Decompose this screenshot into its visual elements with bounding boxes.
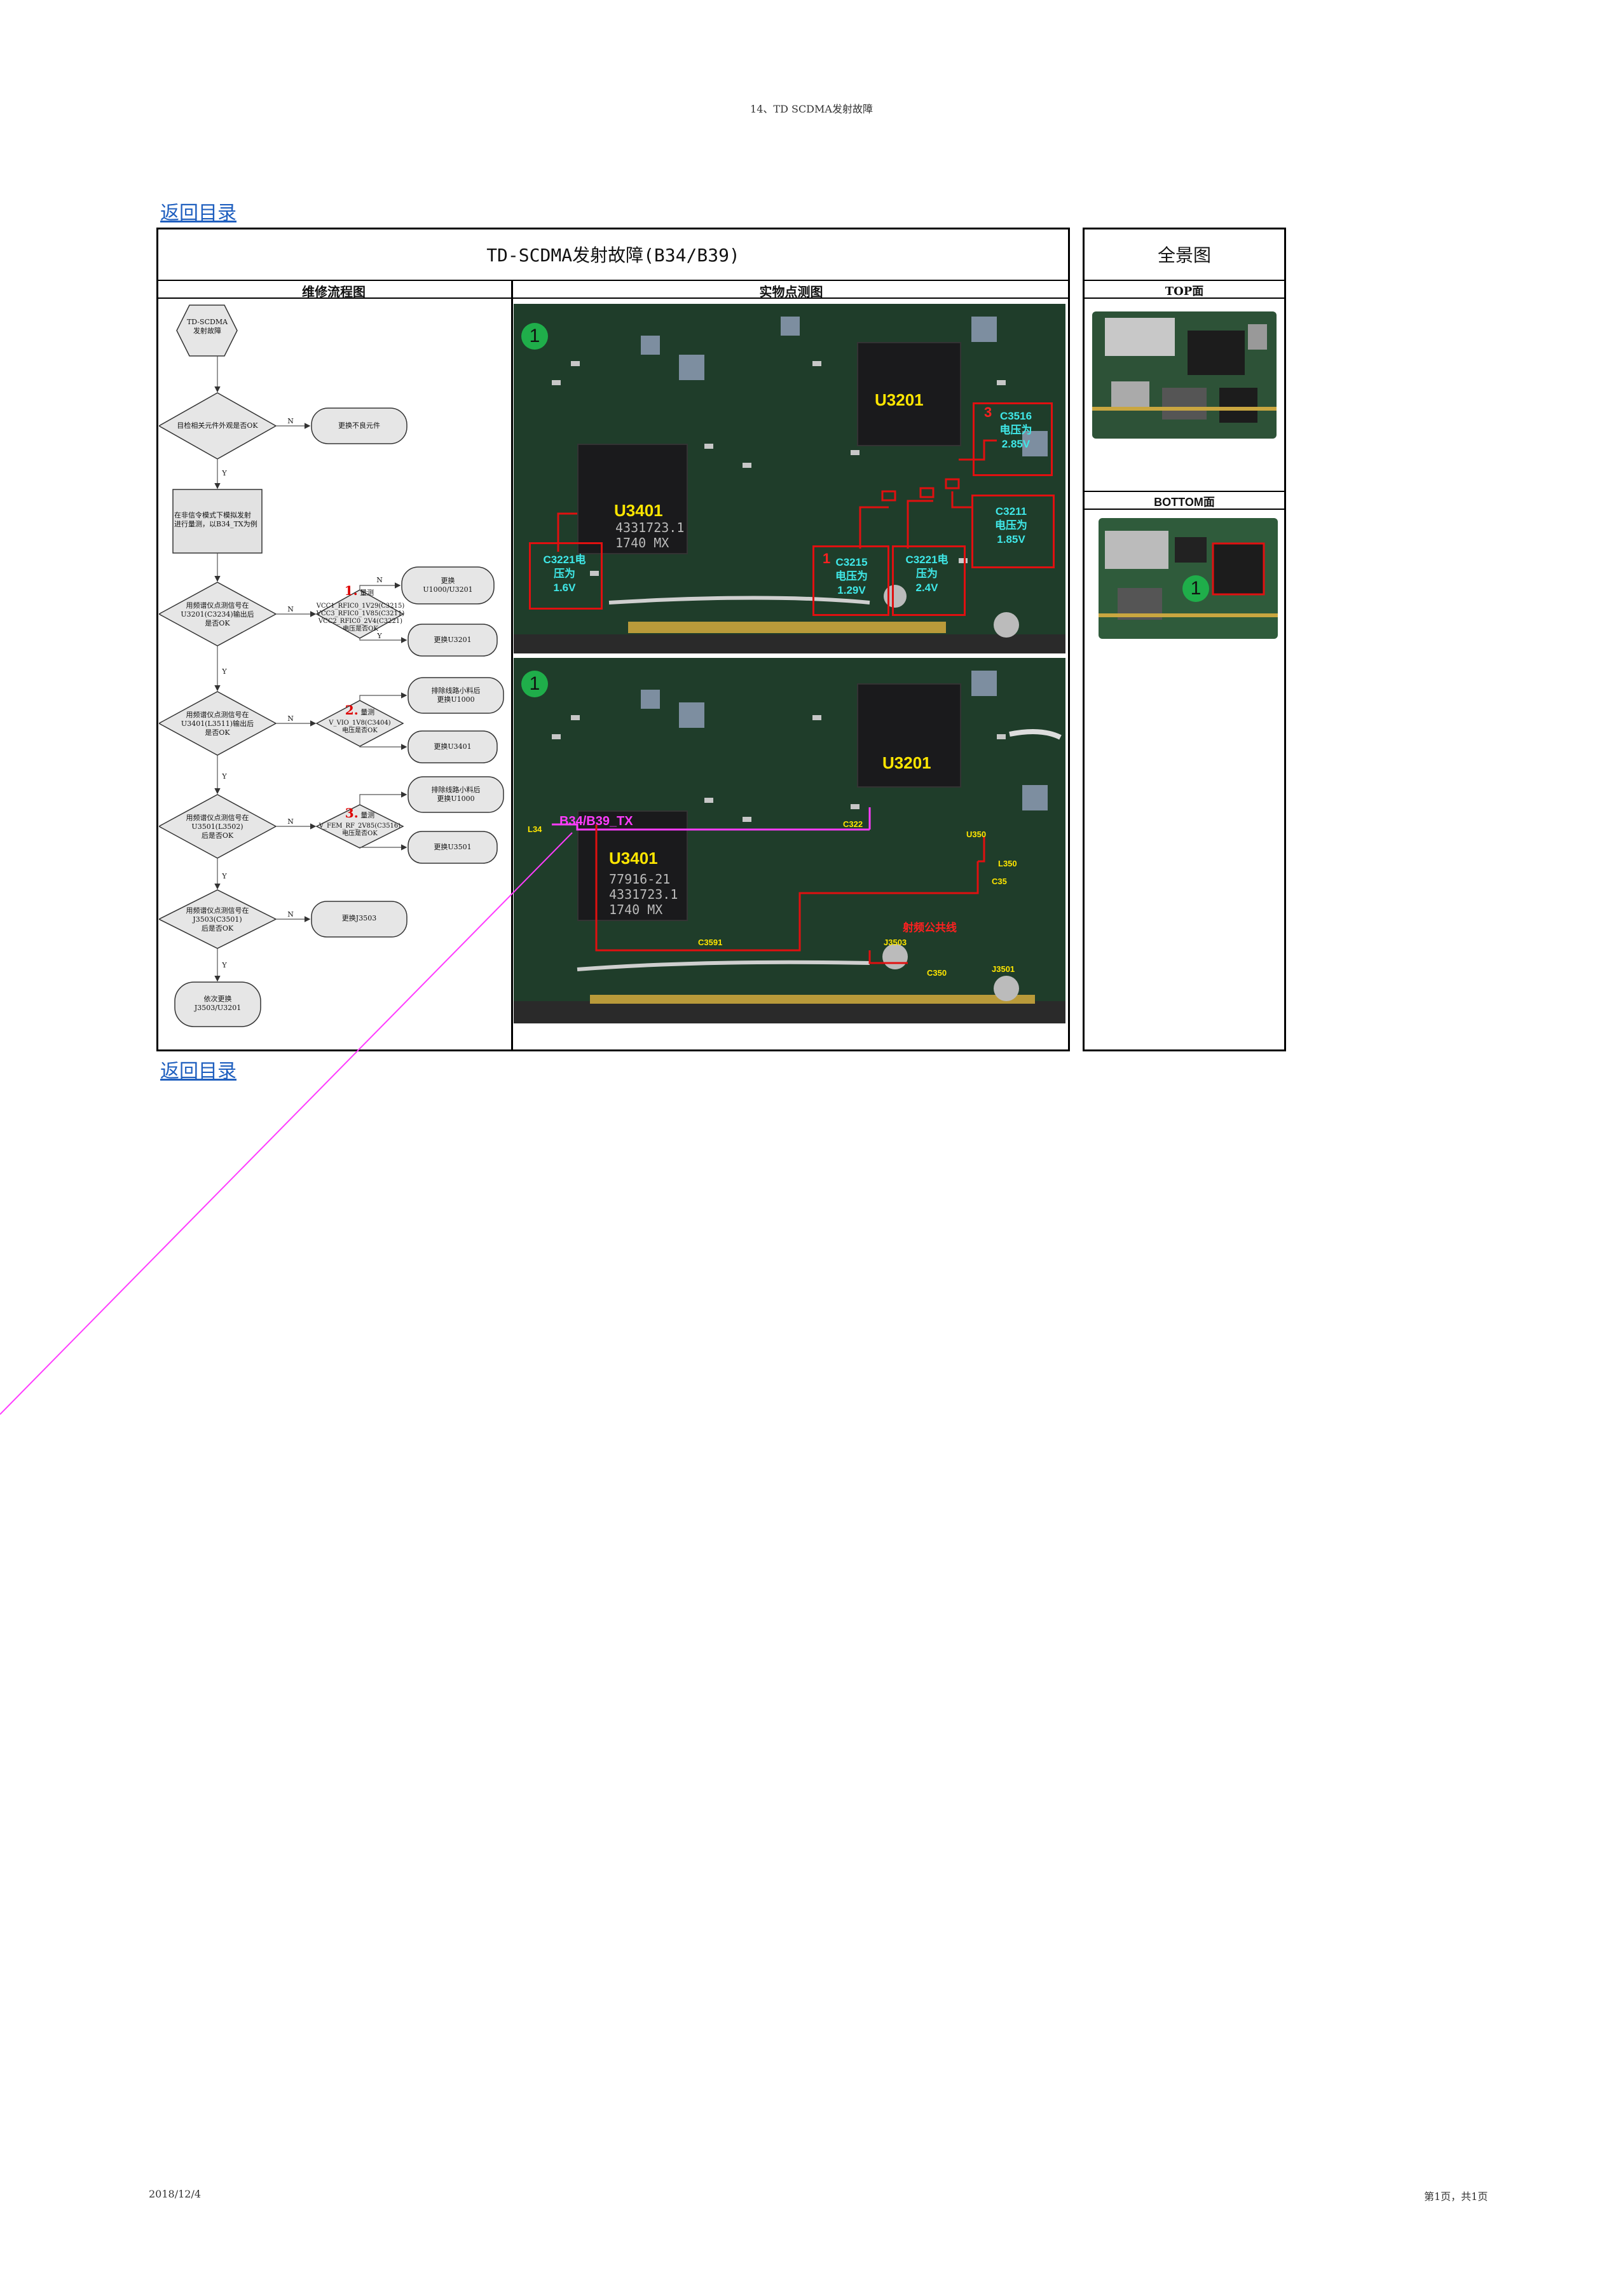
divider — [156, 297, 1070, 299]
no-label: N — [287, 417, 294, 425]
repair-flowchart: TD-SCDMA 发射故障 目检相关元件外观是否OK 更换不良元件 在非信令模式… — [159, 299, 509, 1049]
step-number-2: 2. — [345, 702, 359, 718]
pcb-photo-bottom: 1 U3401 77916-21 4331723.1 1740 MX U3201… — [514, 658, 1065, 1023]
annot-c3221a-voltage: C3221电 压为 1.6V — [543, 554, 586, 594]
chip-u3401-label: U3401 — [609, 849, 658, 868]
flow-measure-1-values: VCC1_RFIC0_1V29(C3215) VCC3_RFIC0_1V85(C… — [316, 603, 405, 632]
annot-c3211-voltage: C3211 电压为 1.85V — [995, 505, 1027, 545]
annot-box-c3221a — [529, 542, 603, 610]
top-side-label: TOP面 — [1165, 285, 1204, 298]
overview-title: 全景图 — [1157, 245, 1211, 266]
annot-c3516-voltage: C3516 电压为 2.85V — [999, 410, 1032, 450]
marker-1: 1 — [521, 671, 548, 697]
flow-exclude-replace-u1000-2: 排除线路小料后 更换U1000 — [431, 786, 481, 803]
column-divider — [511, 280, 513, 1051]
divider — [1083, 297, 1286, 299]
main-table — [156, 228, 1070, 1051]
divider — [1083, 491, 1286, 492]
yes-label: Y — [222, 667, 227, 676]
label-j3501: J3501 — [992, 964, 1015, 974]
chip-u3401-label: U3401 — [614, 501, 663, 520]
footer-page-number: 第1页，共1页 — [1424, 2190, 1488, 2203]
back-to-toc-link-top[interactable]: 返回目录 — [160, 202, 236, 224]
flow-measure-2-values: V_VIO_1V8(C3404) 电压是否OK — [329, 720, 391, 734]
flow-decision-u3401: 用频谱仪点测信号在 U3401(L3511)输出后 是否OK — [181, 711, 254, 737]
flow-exclude-replace-u1000: 排除线路小料后 更换U1000 — [431, 687, 481, 704]
divider — [1083, 280, 1286, 281]
divider — [1083, 509, 1286, 510]
signal-path-label: B34/B39_TX — [559, 814, 633, 828]
flow-measure-2: 2. 量测 — [345, 702, 375, 718]
chip-u3201 — [857, 342, 961, 446]
flow-measure-3: 3. 量测 — [345, 805, 375, 821]
signal-path — [552, 807, 985, 964]
flow-decision-j3503: 用频谱仪点测信号在 J3503(C3501) 后是否OK — [186, 906, 249, 933]
chip-u3201-label: U3201 — [882, 753, 931, 772]
divider — [156, 280, 1070, 281]
label-c350: C350 — [927, 968, 947, 978]
yes-label: Y — [222, 469, 227, 477]
annot-number-1: 1 — [823, 550, 831, 566]
chip-u3401-marking: 77916-21 4331723.1 1740 MX — [609, 871, 678, 917]
flow-replace-j3503: 更换J3503 — [341, 914, 377, 922]
yes-label: Y — [222, 772, 227, 781]
flow-end-replace: 依次更换 J3503/U3201 — [194, 995, 242, 1012]
label-j3503: J3503 — [884, 938, 907, 947]
flow-decision-u3201: 用频谱仪点测信号在 U3201(C3234)输出后 是否OK — [181, 601, 254, 627]
page-header: 14、TD SCDMA发射故障 — [750, 103, 873, 115]
chip-u3401-marking: 4331723.1 1740 MX — [615, 520, 685, 550]
annot-box-c3215 — [812, 545, 889, 616]
label-rf-common-line: 射频公共线 — [903, 922, 957, 934]
no-label: N — [287, 714, 294, 723]
flow-decision-u3501: 用频谱仪点测信号在 U3501(L3502) 后是否OK — [186, 814, 249, 840]
flow-column-header: 维修流程图 — [302, 284, 366, 299]
no-label: N — [287, 910, 294, 919]
chip-u3201 — [857, 683, 961, 788]
bottom-side-label: BOTTOM面 — [1154, 496, 1215, 509]
flow-decision-visual-check: 目检相关元件外观是否OK — [177, 421, 258, 430]
no-label: N — [287, 817, 294, 826]
photo-column-header: 实物点测图 — [759, 284, 823, 299]
flow-replace-u1000-u3201: 更换 U1000/U3201 — [423, 577, 473, 594]
label-u350: U350 — [966, 830, 987, 839]
flow-start: TD-SCDMA 发射故障 — [186, 318, 228, 335]
flow-replace-u3401: 更换U3401 — [434, 742, 472, 751]
flow-replace-bad-part: 更换不良元件 — [338, 421, 380, 430]
footer-date: 2018/12/4 — [149, 2188, 202, 2200]
top-side-board-image — [1092, 311, 1277, 439]
overview-table — [1083, 228, 1286, 1051]
back-to-toc-link-bottom[interactable]: 返回目录 — [160, 1060, 236, 1083]
label-c3591: C3591 — [698, 938, 723, 947]
label-c35: C35 — [992, 877, 1007, 886]
annot-box-c3221b — [892, 545, 966, 616]
pcb-photo-top: 1 U3401 4331723.1 1740 MX U3201 C3221电 压… — [514, 304, 1065, 653]
flow-process-simulate: 在非信令模式下模拟发射 进行量测，以B34_TX为例 — [174, 511, 257, 528]
marker-1: 1 — [1182, 575, 1209, 602]
yes-label: Y — [222, 961, 227, 969]
flow-replace-u3201: 更换U3201 — [434, 636, 472, 644]
yes-label: Y — [377, 632, 382, 640]
flow-replace-u3501: 更换U3501 — [434, 843, 472, 851]
annot-c3215-voltage: C3215 电压为 1.29V — [835, 556, 868, 596]
marker-1: 1 — [521, 323, 548, 350]
step-number-3: 3. — [345, 805, 359, 821]
bottom-side-board-image: 1 — [1099, 518, 1278, 639]
flow-measure-3-values: V_FEM_RF_2V85(C3516) 电压是否OK — [318, 823, 401, 837]
chip-u3201-label: U3201 — [875, 390, 924, 409]
chip-u3401 — [577, 444, 688, 554]
step-number-1: 1. — [344, 583, 358, 598]
no-label: N — [287, 605, 294, 613]
label-c322: C322 — [843, 819, 863, 829]
no-label: N — [376, 576, 383, 584]
flow-measure-1: 1. 量测 — [344, 583, 374, 598]
yes-label: Y — [222, 872, 227, 880]
annotation-lines — [557, 439, 997, 552]
main-title: TD-SCDMA发射故障(B34/B39) — [486, 245, 740, 266]
annot-number-3: 3 — [984, 404, 992, 420]
label-l350: L350 — [998, 859, 1017, 868]
annot-box-c3211 — [971, 495, 1055, 568]
annot-box-c3516 — [973, 402, 1053, 476]
annot-c3221b-voltage: C3221电 压为 2.4V — [905, 554, 948, 594]
label-l34: L34 — [528, 824, 542, 834]
